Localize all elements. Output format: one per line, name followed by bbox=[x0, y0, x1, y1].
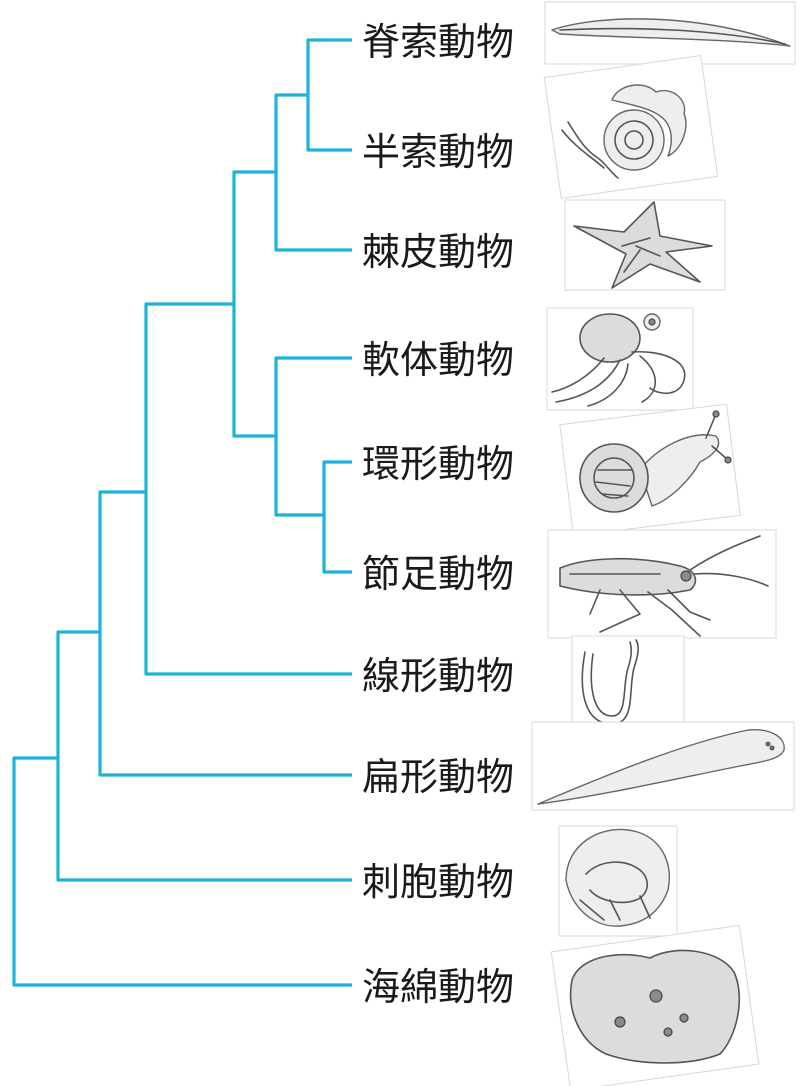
label-hemichordata: 半索動物 bbox=[362, 130, 514, 174]
starfish-drawing bbox=[564, 199, 726, 291]
label-platyhelminthes: 扁形動物 bbox=[362, 755, 514, 799]
label-annelida: 環形動物 bbox=[362, 442, 514, 486]
branch-deuterostomes bbox=[274, 93, 352, 252]
label-porifera: 海綿動物 bbox=[362, 965, 514, 1009]
illustrations bbox=[531, 1, 796, 1086]
jellyfish-drawing bbox=[558, 825, 678, 937]
flatworm-drawing bbox=[531, 721, 795, 811]
label-nematoda: 線形動物 bbox=[362, 654, 514, 698]
lancelet-drawing bbox=[544, 1, 796, 65]
snail-drawing bbox=[559, 403, 741, 537]
grasshopper-drawing bbox=[547, 529, 777, 639]
octopus-drawing bbox=[546, 307, 694, 411]
tree-branches bbox=[12, 38, 352, 987]
sponge-drawing bbox=[550, 924, 760, 1086]
branch-platyhelminthes bbox=[98, 490, 352, 777]
branch-porifera-root bbox=[12, 756, 352, 987]
branch-nematoda bbox=[144, 302, 352, 676]
taxon-labels: 脊索動物 半索動物 棘皮動物 軟体動物 環形動物 節足動物 線形動物 扁形動物 … bbox=[362, 20, 514, 1009]
label-mollusca: 軟体動物 bbox=[362, 338, 514, 382]
branch-chordata-hemichordata bbox=[306, 38, 352, 152]
label-chordata: 脊索動物 bbox=[362, 20, 514, 64]
label-cnidaria: 刺胞動物 bbox=[362, 860, 514, 904]
acorn-worm-drawing bbox=[543, 55, 719, 199]
label-arthropoda: 節足動物 bbox=[362, 552, 514, 596]
branch-bilateria-core bbox=[232, 170, 276, 438]
label-echinodermata: 棘皮動物 bbox=[362, 230, 514, 274]
roundworm-drawing bbox=[571, 635, 685, 737]
branch-mollusca-group bbox=[274, 356, 352, 517]
branch-cnidaria bbox=[56, 630, 352, 882]
branch-annelida-arthropoda bbox=[322, 460, 352, 574]
